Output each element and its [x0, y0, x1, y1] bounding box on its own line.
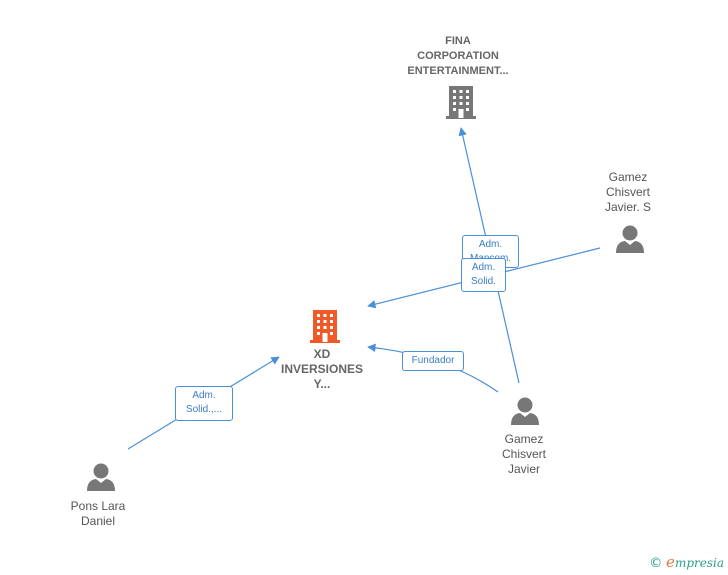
building-icon-main[interactable]: [309, 308, 341, 344]
brand-logo-text: mpresia: [674, 556, 724, 570]
edge-label-gamez-j-xd[interactable]: Fundador: [402, 351, 464, 371]
brand-logo: © empresia: [649, 553, 724, 571]
brand-logo-e: e: [666, 553, 675, 571]
node-label-xd: XD INVERSIONES Y...: [280, 347, 364, 391]
copyright-symbol: ©: [649, 556, 663, 571]
node-label-gamez-s: Gamez Chisvert Javier. S: [604, 170, 652, 214]
person-icon[interactable]: [614, 224, 646, 254]
person-icon[interactable]: [85, 462, 117, 492]
edge-label-gamez-s-xd[interactable]: Adm. Solid.: [461, 258, 506, 292]
node-label-fina: FINA CORPORATION ENTERTAINMENT...: [407, 35, 509, 77]
person-icon[interactable]: [509, 396, 541, 426]
node-label-pons: Pons Lara Daniel: [70, 499, 126, 528]
node-label-gamez-j: Gamez Chisvert Javier: [501, 432, 546, 476]
building-icon[interactable]: [445, 84, 477, 120]
edge-label-pons-xd[interactable]: Adm. Solid.,...: [175, 386, 233, 421]
